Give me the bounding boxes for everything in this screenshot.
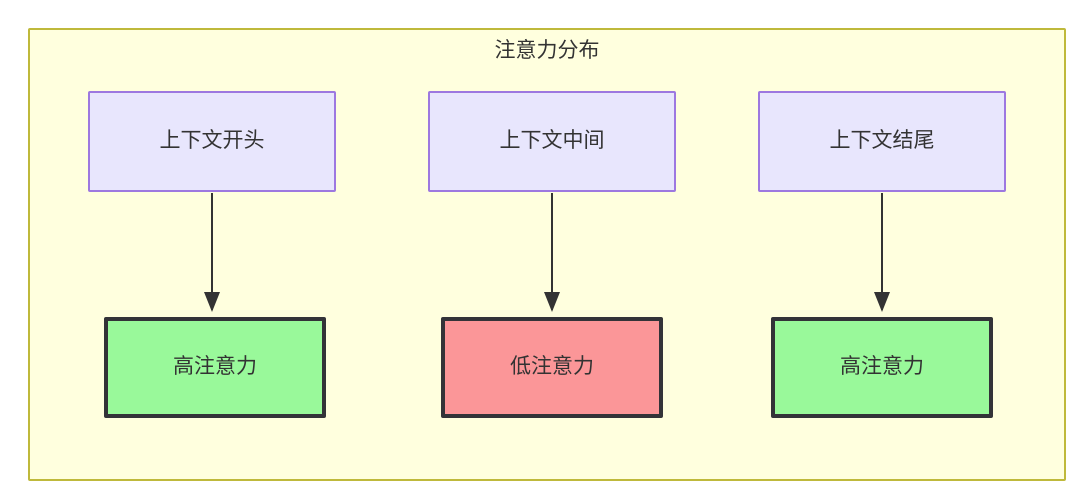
node-context-start[interactable]: 上下文开头 [88, 91, 336, 192]
node-attention-start-high[interactable]: 高注意力 [104, 317, 326, 418]
node-context-middle-label: 上下文中间 [499, 129, 605, 153]
node-context-end-label: 上下文结尾 [829, 129, 935, 153]
node-context-start-label: 上下文开头 [159, 129, 265, 153]
node-attention-middle-label: 低注意力 [510, 355, 594, 379]
node-attention-end-label: 高注意力 [840, 355, 924, 379]
node-context-end[interactable]: 上下文结尾 [758, 91, 1006, 192]
cluster-title: 注意力分布 [494, 39, 600, 62]
node-attention-end-high[interactable]: 高注意力 [771, 317, 993, 418]
node-attention-start-label: 高注意力 [173, 355, 257, 379]
node-attention-middle-low[interactable]: 低注意力 [441, 317, 663, 418]
node-context-middle[interactable]: 上下文中间 [428, 91, 676, 192]
